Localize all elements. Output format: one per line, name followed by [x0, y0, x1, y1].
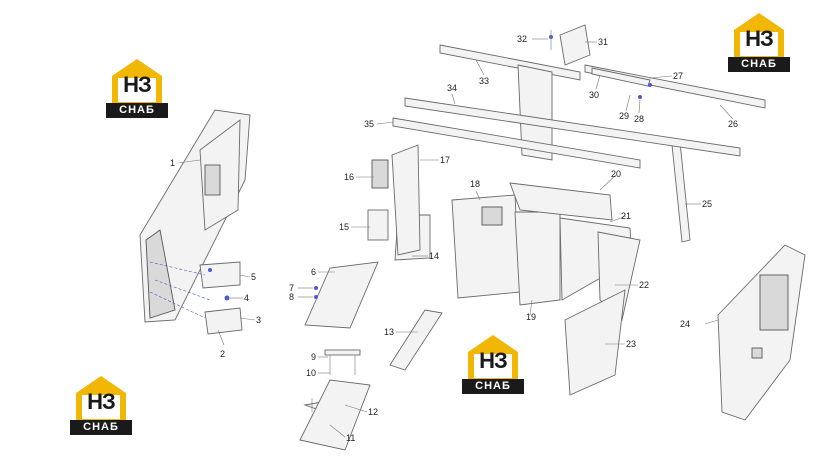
callout-24: 24 — [680, 319, 690, 329]
part-15-plate — [367, 209, 389, 241]
callout-30: 30 — [589, 90, 599, 100]
callout-6: 6 — [311, 267, 316, 277]
part-7-8-fasteners — [314, 286, 318, 299]
callout-4: 4 — [244, 293, 249, 303]
callout-17: 17 — [440, 155, 450, 165]
callout-3: 3 — [256, 315, 261, 325]
callout-29: 29 — [619, 111, 629, 121]
part-23-panel — [564, 289, 626, 396]
callout-12: 12 — [368, 407, 378, 417]
part-13-bar — [389, 309, 443, 371]
callout-22: 22 — [639, 280, 649, 290]
callout-2: 2 — [220, 349, 225, 359]
callout-31: 31 — [598, 37, 608, 47]
part-24-right-cover — [717, 244, 806, 421]
callout-34: 34 — [447, 83, 457, 93]
callout-20: 20 — [611, 169, 621, 179]
callout-7: 7 — [289, 283, 294, 293]
leader-lines — [177, 38, 734, 438]
part-16-block — [371, 159, 389, 189]
brand-logo-top-right: НЗ СНАБ — [728, 10, 790, 76]
callout-33: 33 — [479, 76, 489, 86]
part-6-base-plate — [304, 261, 379, 329]
logo-letters: НЗ — [479, 348, 508, 373]
callout-5: 5 — [251, 272, 256, 282]
callout-9: 9 — [311, 352, 316, 362]
part-9-10-bracket — [324, 349, 361, 375]
part-20-panel — [509, 182, 613, 221]
callout-26: 26 — [728, 119, 738, 129]
callout-21: 21 — [621, 211, 631, 221]
part-4-fastener — [224, 295, 230, 301]
house-logo-icon — [734, 13, 784, 57]
logo-subtitle: СНАБ — [462, 379, 524, 394]
part-1-left-frame — [139, 109, 251, 323]
callout-27: 27 — [673, 71, 683, 81]
callout-32: 32 — [517, 34, 527, 44]
part-3-bracket — [204, 307, 243, 335]
house-logo-icon — [76, 376, 126, 420]
central-column — [517, 64, 553, 161]
callout-19: 19 — [526, 312, 536, 322]
logo-subtitle: СНАБ — [70, 420, 132, 435]
callout-8: 8 — [289, 292, 294, 302]
callout-25: 25 — [702, 199, 712, 209]
brand-logo-bottom-left: НЗ СНАБ — [70, 373, 132, 439]
callout-labels: 1 2 3 4 5 6 7 8 9 10 11 12 13 14 15 16 1… — [170, 34, 738, 443]
part-19-panel — [514, 211, 561, 306]
logo-letters: НЗ — [87, 389, 116, 414]
house-logo-icon — [468, 335, 518, 379]
part-33-rail — [439, 44, 581, 81]
callout-1: 1 — [170, 158, 175, 168]
part-17-panel — [391, 144, 421, 256]
callout-14: 14 — [429, 251, 439, 261]
callout-23: 23 — [626, 339, 636, 349]
callout-15: 15 — [339, 222, 349, 232]
part-31-plate — [559, 24, 591, 66]
logo-letters: НЗ — [745, 26, 774, 51]
part-25-post — [671, 141, 691, 243]
part-34-beam — [404, 97, 741, 157]
part-27-28-29-30-arm — [591, 67, 652, 99]
callout-18: 18 — [470, 179, 480, 189]
part-32-bolt — [549, 30, 553, 50]
logo-subtitle: СНАБ — [106, 103, 168, 118]
part-35-beam — [392, 117, 641, 169]
part-11-plate — [299, 379, 371, 451]
callout-35: 35 — [364, 119, 374, 129]
brand-logo-center: НЗ СНАБ — [462, 332, 524, 398]
logo-letters: НЗ — [123, 72, 152, 97]
callout-10: 10 — [306, 368, 316, 378]
logo-subtitle: СНАБ — [728, 57, 790, 72]
callout-11: 11 — [346, 433, 355, 443]
house-logo-icon — [112, 59, 162, 103]
brand-logo-top-left: НЗ СНАБ — [106, 56, 168, 122]
part-5-bracket — [199, 261, 241, 289]
callout-16: 16 — [344, 172, 354, 182]
part-18-panel — [451, 194, 521, 299]
callout-28: 28 — [634, 114, 644, 124]
callout-13: 13 — [384, 327, 394, 337]
